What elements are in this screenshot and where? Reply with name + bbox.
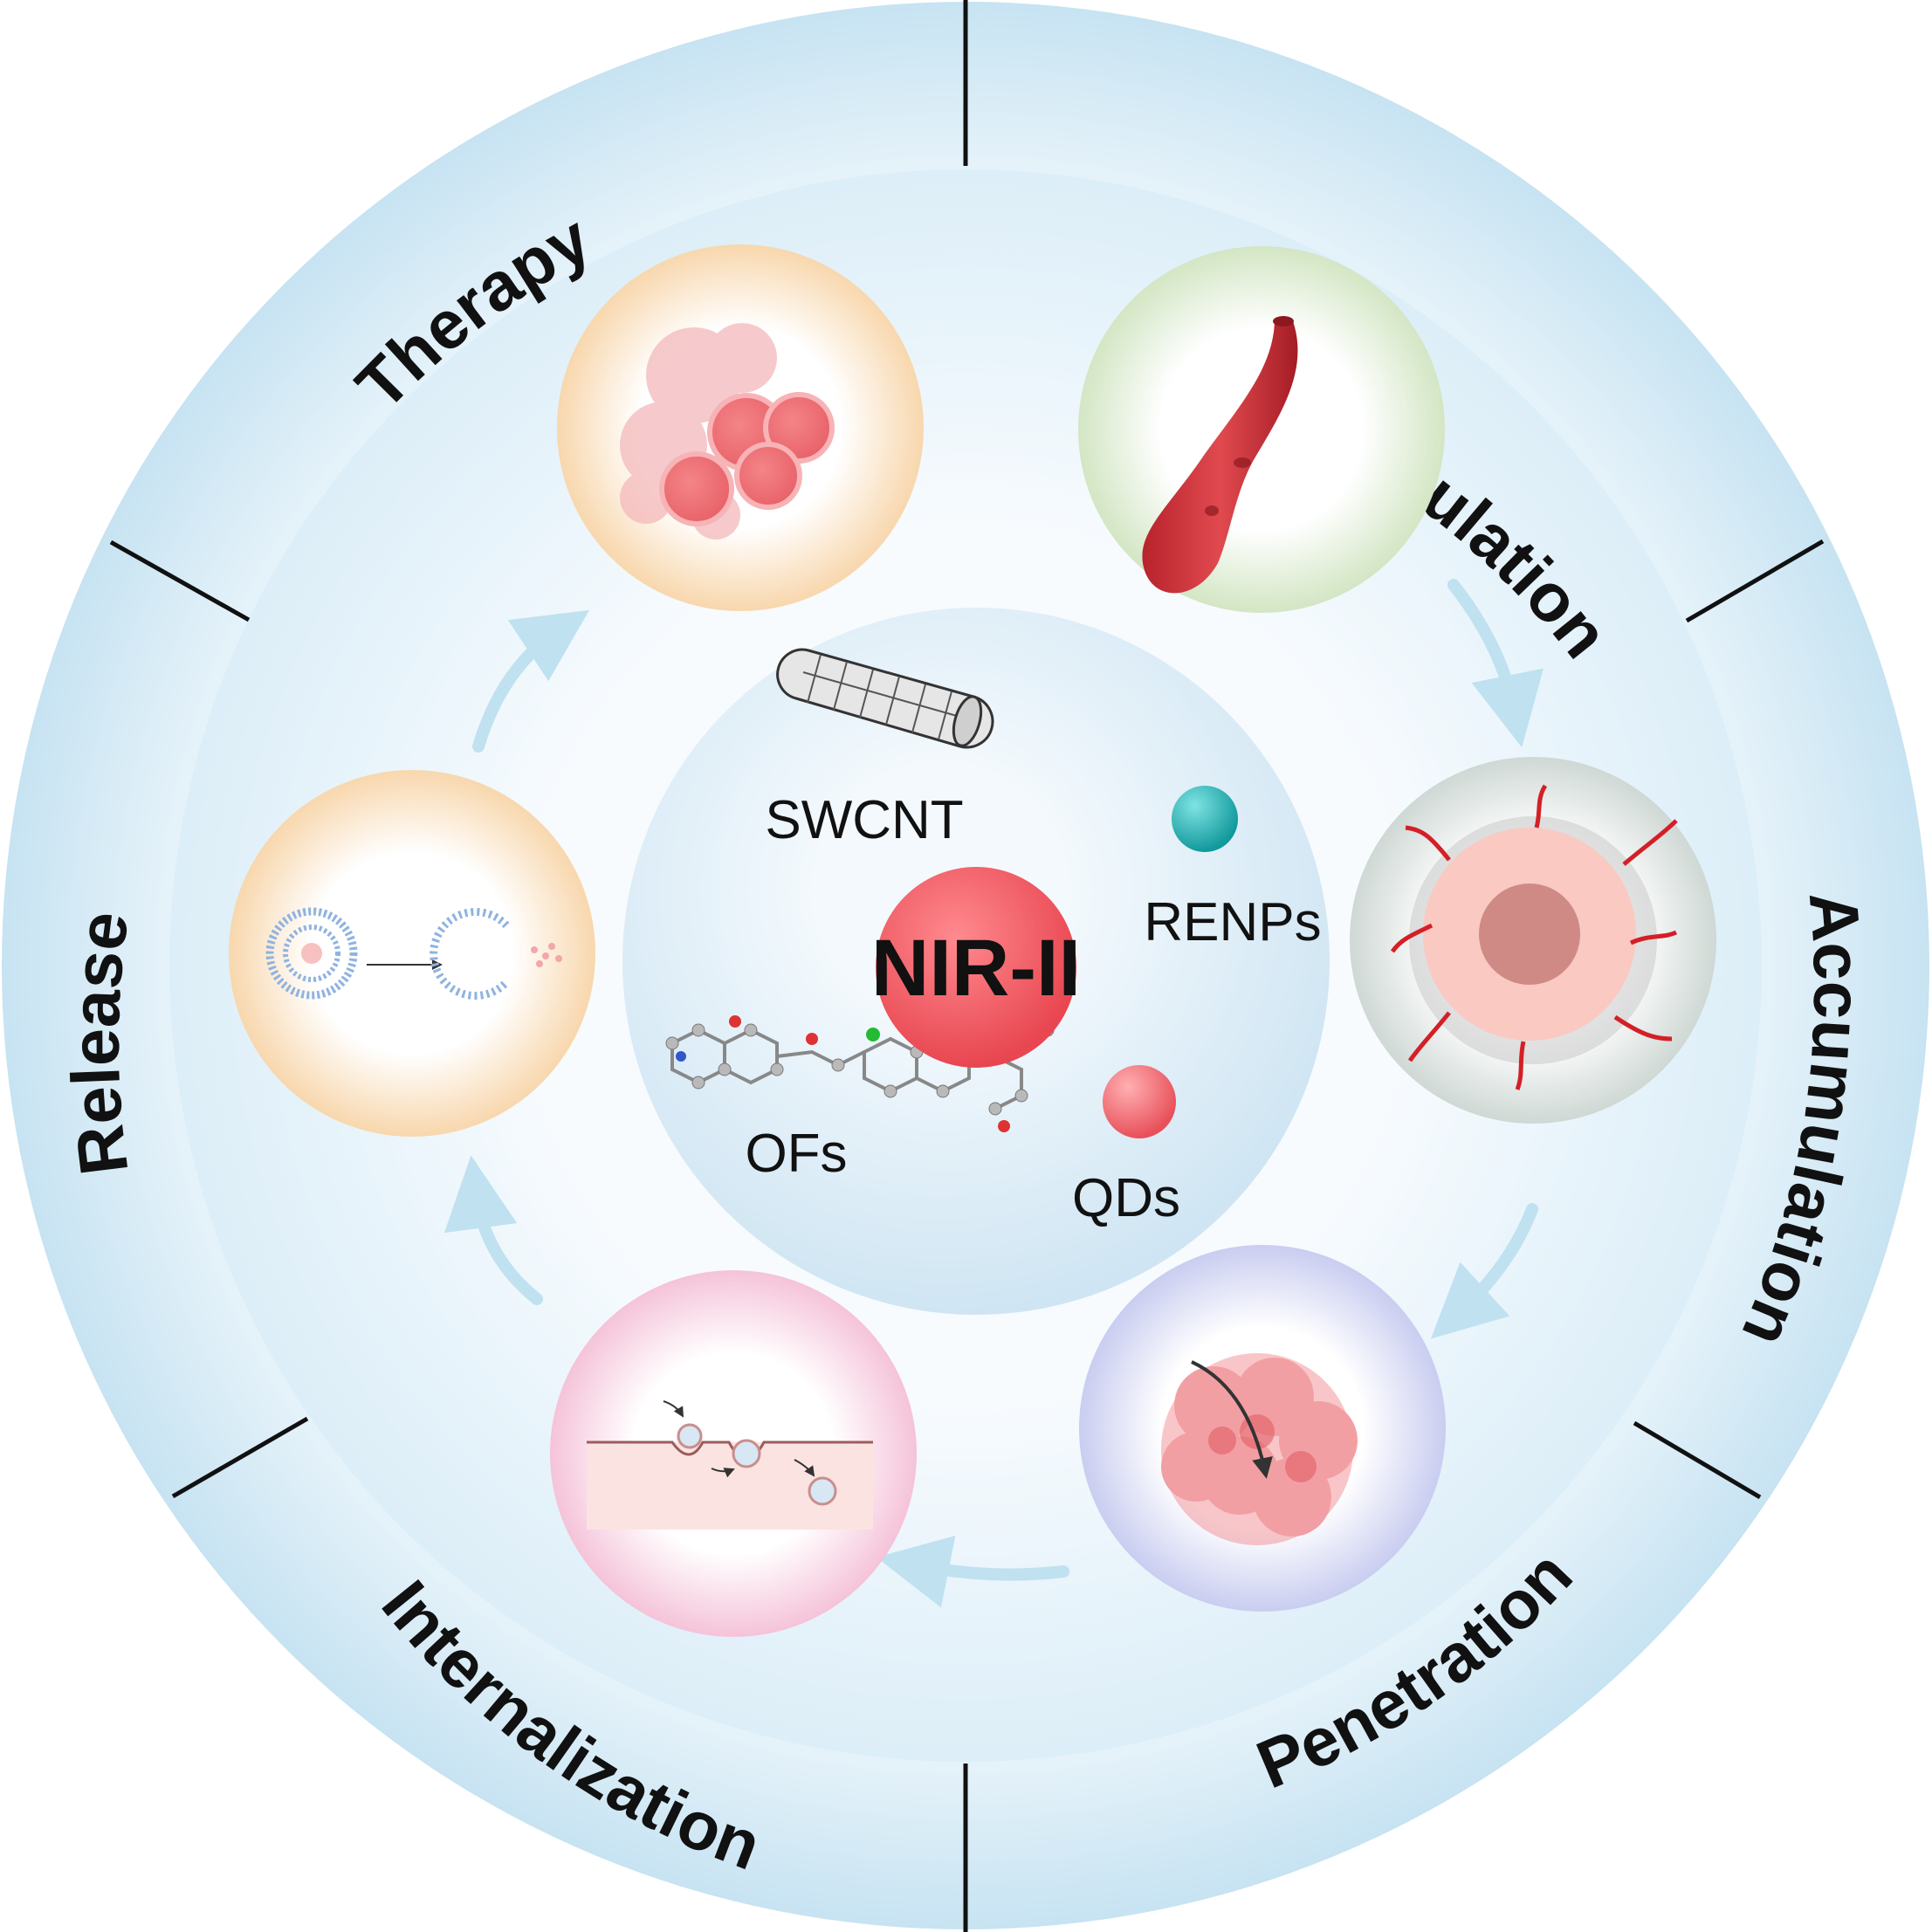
bubble-therapy — [557, 244, 924, 611]
arrow-penetration-to-internalization — [876, 1536, 1069, 1608]
endosome-icon — [732, 1439, 761, 1468]
arrow-release-to-therapy — [472, 609, 590, 753]
nir-ii-core-sphere — [876, 867, 1076, 1068]
blood-vessel-icon — [1142, 319, 1298, 594]
divider-upper-right — [1685, 539, 1825, 623]
probe-label-qds: QDs — [1072, 1168, 1180, 1228]
nir-ii-core-label: NIR-II — [871, 924, 1081, 1013]
probe-label-ofs: OFs — [745, 1124, 847, 1184]
penetration-arrow-icon — [1191, 1360, 1273, 1479]
arrow-internalization-to-release — [443, 1155, 543, 1305]
bubble-release — [229, 770, 595, 1137]
vesicle-icon — [808, 1476, 837, 1506]
qd-particle-icon — [1103, 1065, 1176, 1138]
bubble-circulation — [1078, 246, 1445, 613]
bubble-accumulation — [1350, 757, 1716, 1124]
arrow-accumulation-to-penetration — [1431, 1203, 1538, 1339]
stage-label-release: Release — [57, 907, 143, 1179]
nanoparticle-icon — [677, 1423, 703, 1449]
divider-lower-left — [171, 1416, 309, 1499]
probe-label-swcnt: SWCNT — [765, 790, 963, 850]
tumor-vessels-icon — [1390, 784, 1678, 1090]
tumor-core-icon — [1479, 883, 1580, 985]
swcnt-nanotube-icon — [776, 648, 994, 749]
ring-dividers — [109, 0, 1825, 1932]
open-liposome-icon — [430, 908, 510, 1000]
divider-upper-left — [109, 540, 251, 622]
bubble-internalization — [550, 1270, 917, 1637]
released-drug-icon — [531, 943, 562, 967]
renp-particle-icon — [1172, 786, 1238, 852]
flow-arrows — [443, 579, 1544, 1608]
arrow-circulation-to-accumulation — [1447, 579, 1544, 748]
bubble-penetration — [1079, 1245, 1446, 1612]
divider-lower-right — [1633, 1420, 1762, 1500]
tumor-cell-icon — [659, 392, 835, 526]
probe-label-renps: RENPs — [1144, 892, 1321, 952]
liposome-icon — [265, 907, 358, 1000]
